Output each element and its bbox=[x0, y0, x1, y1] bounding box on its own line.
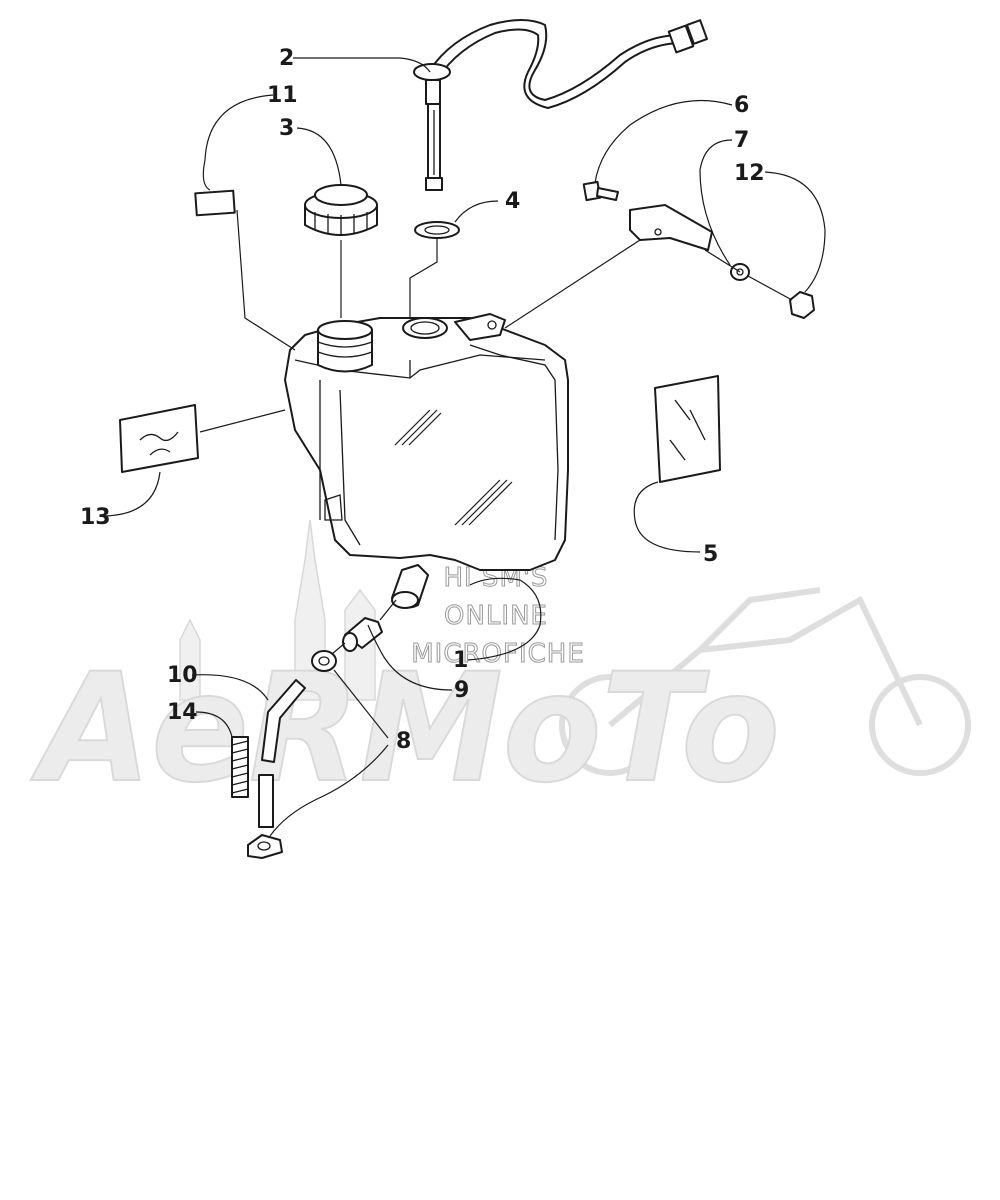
callout-3[interactable]: 3 bbox=[279, 116, 294, 141]
oil-tank[interactable] bbox=[284, 313, 569, 609]
callout-labels: 2 11 3 4 6 7 12 13 5 1 9 10 14 8 bbox=[80, 46, 765, 754]
callout-1[interactable]: 1 bbox=[453, 648, 468, 673]
o-ring[interactable] bbox=[414, 221, 460, 239]
callout-10[interactable]: 10 bbox=[167, 663, 198, 688]
bolt[interactable] bbox=[582, 180, 619, 202]
callout-2[interactable]: 2 bbox=[279, 46, 294, 71]
callout-8[interactable]: 8 bbox=[396, 729, 411, 754]
small-decal[interactable] bbox=[194, 189, 236, 217]
hose-clamp-lower[interactable] bbox=[247, 834, 283, 859]
watermark-line-3: MICROFICHE bbox=[411, 639, 585, 669]
decal-left[interactable] bbox=[119, 404, 199, 473]
hose-clamp-upper[interactable] bbox=[311, 650, 337, 672]
callout-4[interactable]: 4 bbox=[505, 189, 520, 214]
decal-right[interactable] bbox=[654, 375, 721, 483]
watermark-brand: AeRMoTo bbox=[30, 642, 780, 816]
callout-6[interactable]: 6 bbox=[734, 93, 749, 118]
callout-13[interactable]: 13 bbox=[80, 505, 111, 530]
watermark: AeRMoTo HI SM'S ONLINE MICROFICHE bbox=[29, 519, 971, 817]
leader-lines bbox=[105, 57, 826, 837]
hose-fitting[interactable] bbox=[342, 617, 383, 652]
callout-9[interactable]: 9 bbox=[454, 678, 469, 703]
callout-14[interactable]: 14 bbox=[167, 700, 198, 725]
callout-11[interactable]: 11 bbox=[267, 83, 298, 108]
mounting-bracket[interactable] bbox=[629, 204, 713, 251]
filler-cap[interactable] bbox=[304, 184, 378, 236]
callout-5[interactable]: 5 bbox=[703, 542, 718, 567]
callout-12[interactable]: 12 bbox=[734, 161, 765, 186]
spring[interactable] bbox=[231, 736, 249, 798]
oil-hose[interactable] bbox=[258, 679, 306, 828]
oil-level-sender[interactable] bbox=[413, 19, 708, 191]
watermark-line-2: ONLINE bbox=[444, 601, 548, 631]
nut[interactable] bbox=[789, 291, 815, 319]
motorcycle-watermark-icon bbox=[559, 587, 971, 776]
callout-7[interactable]: 7 bbox=[734, 128, 749, 153]
